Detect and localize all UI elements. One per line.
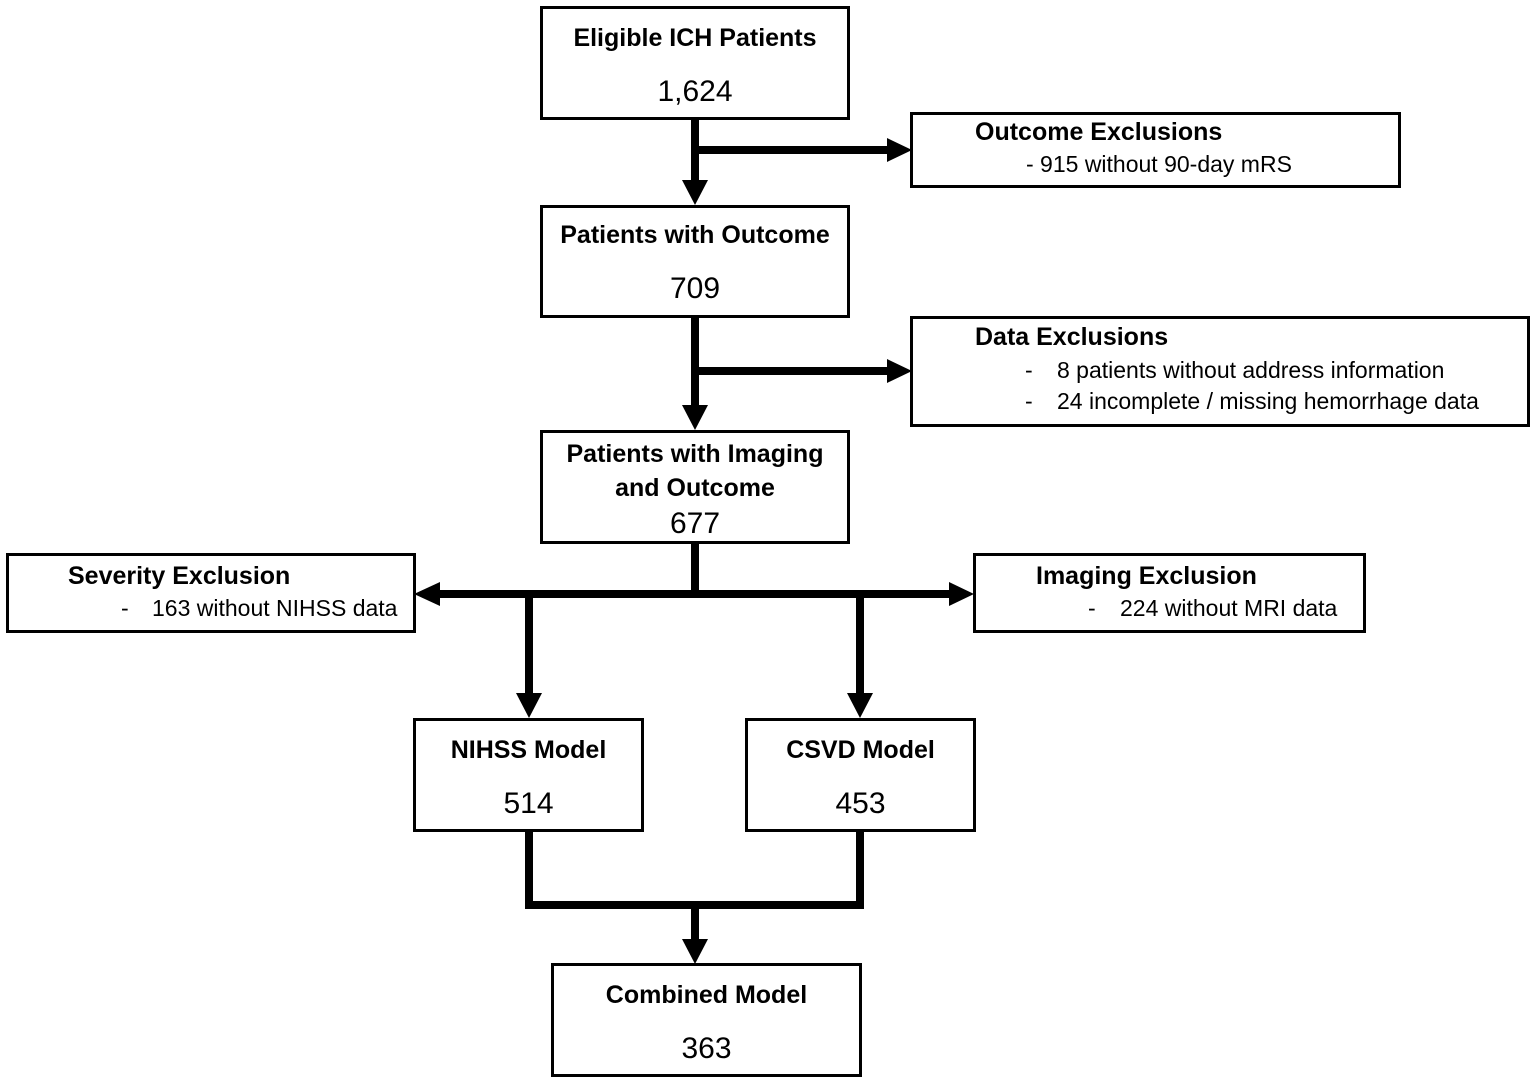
node-title: NIHSS Model [450,736,607,764]
arrowhead-severity-exclusion [414,582,440,606]
exclusion-item: - 915 without 90-day mRS [1026,151,1292,177]
exclusion-data: Data Exclusions - 8 patients without add… [910,316,1530,427]
arrowhead-to-combined [682,939,708,964]
node-nihss-model: NIHSS Model 514 [413,718,644,832]
arrowhead-to-nihss [516,693,542,718]
node-title-line2: and Outcome [615,474,775,502]
arrowhead-outcome-exclusion [887,138,912,162]
exclusion-outcome: Outcome Exclusions - 915 without 90-day … [910,112,1401,188]
node-count: 363 [681,1032,732,1065]
node-eligible-patients: Eligible ICH Patients 1,624 [540,6,850,120]
node-title-line1: Patients with Imaging [566,440,824,468]
exclusion-dash: - [121,595,129,621]
arrowhead-imaging-exclusion [949,582,974,606]
node-title: Combined Model [605,981,808,1009]
node-title: Eligible ICH Patients [573,24,817,52]
node-count: 514 [503,787,554,820]
arrowhead-data-exclusion [887,359,912,383]
flow-line-merge [525,830,864,909]
node-combined-model: Combined Model 363 [551,963,862,1077]
exclusion-dash: - [1025,357,1033,383]
node-count: 677 [669,507,721,540]
node-count: 709 [669,272,721,305]
exclusion-dash: - [1025,388,1033,414]
exclusion-title: Outcome Exclusions [975,118,1223,146]
exclusion-severity: Severity Exclusion - 163 without NIHSS d… [6,553,416,633]
exclusion-item: 24 incomplete / missing hemorrhage data [1057,388,1479,414]
exclusion-dash: - [1088,595,1096,621]
node-patients-with-imaging: Patients with Imaging and Outcome 677 [540,430,850,544]
node-patients-with-outcome: Patients with Outcome 709 [540,205,850,318]
node-csvd-model: CSVD Model 453 [745,718,976,832]
exclusion-title: Data Exclusions [975,323,1169,351]
exclusion-title: Severity Exclusion [68,562,291,590]
node-count: 453 [835,787,886,820]
exclusion-item: 8 patients without address information [1057,357,1445,383]
node-count: 1,624 [657,75,733,108]
node-title: Patients with Outcome [560,221,830,249]
exclusion-item: 224 without MRI data [1120,595,1338,621]
node-title: CSVD Model [786,736,935,764]
arrowhead-to-outcome [682,180,708,205]
exclusion-item: 163 without NIHSS data [152,595,398,621]
arrowhead-to-csvd [847,693,873,718]
exclusion-title: Imaging Exclusion [1036,562,1257,590]
exclusion-imaging: Imaging Exclusion - 224 without MRI data [973,553,1366,633]
arrowhead-to-imaging [682,405,708,430]
